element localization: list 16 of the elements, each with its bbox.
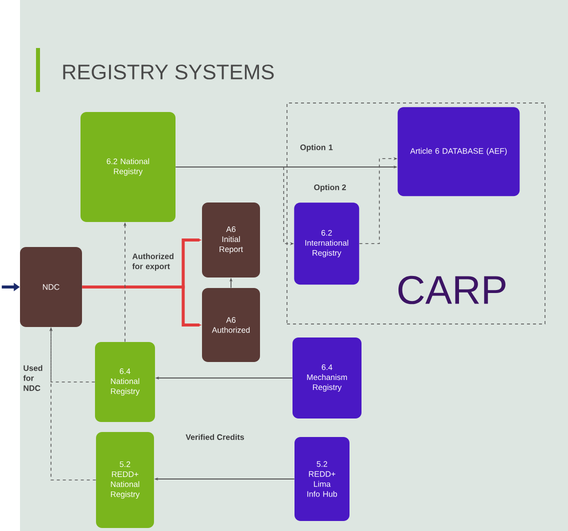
report-box: A6 Authorized bbox=[202, 288, 260, 362]
text-label: Option 2 bbox=[314, 184, 346, 192]
registry-box: 5.2 REDD+ National Registry bbox=[96, 432, 154, 528]
registry-box: 6.2 International Registry bbox=[294, 202, 360, 285]
edge-label: Authorized for export bbox=[132, 253, 174, 271]
slide-title: REGISTRY SYSTEMS bbox=[63, 64, 274, 80]
registry-box: 6.4 National Registry bbox=[95, 342, 155, 422]
report-box: NDC bbox=[20, 247, 82, 327]
report-box: A6 Initial Report bbox=[202, 202, 260, 278]
registry-box: 5.2 REDD+ Lima Info Hub bbox=[294, 437, 350, 521]
text-label: Verified Credits bbox=[186, 434, 244, 440]
registry-box: 6.2 National Registry bbox=[80, 112, 176, 222]
edge-label: Used for NDC bbox=[23, 365, 42, 391]
registry-box: 6.4 Mechanism Registry bbox=[292, 338, 362, 418]
registry-box: Article 6 DATABASE (AEF) bbox=[398, 107, 520, 196]
edge-label: Option 1 bbox=[300, 144, 333, 152]
